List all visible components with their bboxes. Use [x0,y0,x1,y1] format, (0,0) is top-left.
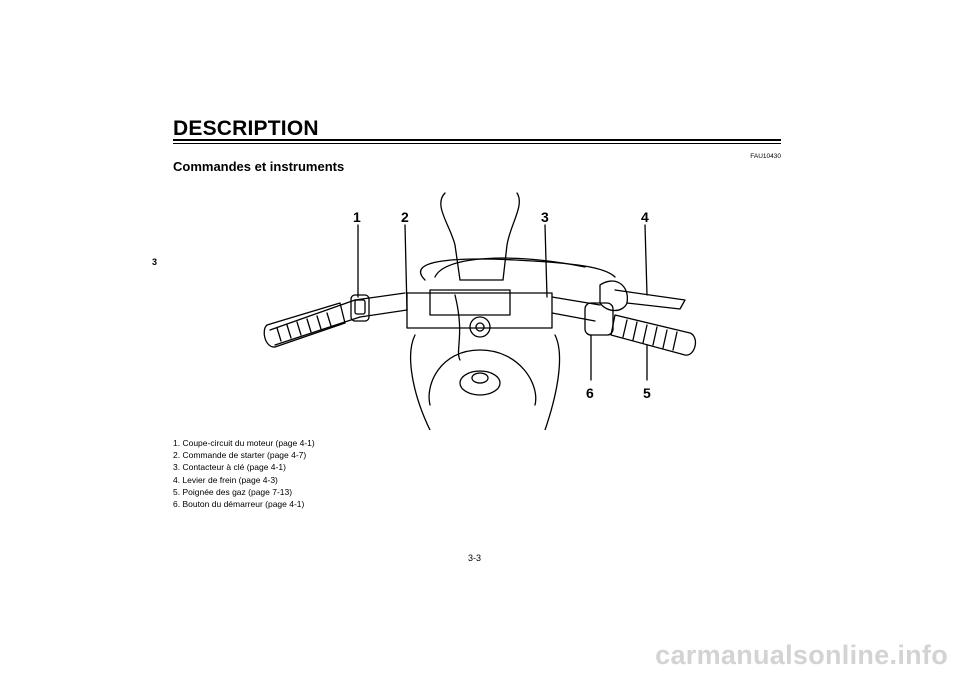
callout-1: 1 [353,209,361,225]
page-number: 3-3 [468,553,482,563]
callout-5: 5 [643,385,651,401]
callout-2: 2 [401,209,409,225]
callout-6: 6 [586,385,594,401]
callout-3: 3 [541,209,549,225]
legend-item: 4. Levier de frein (page 4-3) [173,474,278,485]
page-subtitle: Commandes et instruments [173,159,345,174]
handlebar-illustration: 1 2 3 4 5 6 [263,192,697,430]
legend-item: 5. Poignée des gaz (page 7-13) [173,486,293,497]
legend-item: 2. Commande de starter (page 4-7) [173,450,307,461]
legend-item: 1. Coupe-circuit du moteur (page 4-1) [173,438,315,448]
parts-legend: 1. Coupe-circuit du moteur (page 4-1) 2.… [173,437,315,510]
legend-item: 3. Contacteur à clé (page 4-1) [173,462,286,473]
title-rule-thin [173,143,781,144]
chapter-tab: 3 [152,257,158,267]
title-rule [173,139,781,141]
reference-code: FAU10430 [750,153,781,160]
watermark[interactable]: carmanualsonline.info [655,640,948,670]
section-title: DESCRIPTION [173,117,319,140]
legend-item: 6. Bouton du démarreur (page 4-1) [173,499,305,510]
callout-4: 4 [641,209,649,225]
